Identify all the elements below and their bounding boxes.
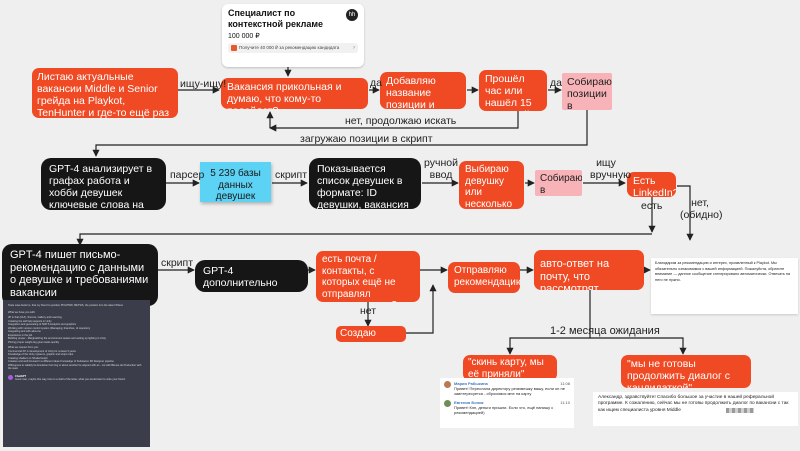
node-choose-girl: Выбираю девушку или несколько на позицию bbox=[459, 161, 524, 209]
message-time: 11:10 bbox=[560, 399, 570, 405]
hh-logo-text: hh bbox=[348, 12, 356, 18]
label-script-1: скрипт bbox=[275, 169, 308, 181]
chat-intro: Taste case better is, that my friend to … bbox=[8, 304, 124, 307]
arrow-split-right bbox=[590, 337, 687, 355]
label-no-2: нет bbox=[360, 305, 377, 317]
message-author: Мария Рабыкина bbox=[454, 381, 488, 386]
node-browse-vacancies: Листаю актуальные вакансии Middle и Seni… bbox=[32, 68, 178, 118]
node-show-list: Показывается список девушек в формате: I… bbox=[309, 158, 421, 209]
chevron-right-icon: › bbox=[353, 44, 355, 51]
label-yes-3: есть bbox=[641, 200, 663, 212]
label-waiting: 1-2 месяца ожидания bbox=[550, 325, 660, 337]
label-no-obvious: нет, (обидно) bbox=[680, 197, 723, 221]
node-create-email: Создаю почту bbox=[336, 326, 406, 342]
arrow-linkedin-no-right bbox=[677, 185, 694, 241]
chat-line: Experience in the job bbox=[8, 333, 33, 337]
node-linkedin: Есть LinkedIn? bbox=[627, 172, 676, 197]
gift-icon bbox=[231, 44, 237, 51]
chat-reply-text: Good man, maybe this way, here is a draf… bbox=[15, 378, 126, 381]
node-add-position: Добавляю название позиции и ссылку в спи… bbox=[380, 72, 466, 109]
node-database: 5 239 базы данных девушек bbox=[200, 162, 271, 202]
arrow-row2-to-row3 bbox=[76, 233, 652, 246]
message-author: Евгения Боник bbox=[454, 399, 484, 405]
chat-line: Integrating and with add-ons bbox=[8, 330, 41, 333]
chat-line: Willingness to reliably be Emulsion Form… bbox=[8, 363, 142, 371]
label-manual-input: ручной ввод bbox=[424, 157, 458, 181]
message-item: Мария Рабыкина 11:08 Привет! Переслала д… bbox=[444, 381, 570, 397]
autoreply-email-card[interactable]: Благодарим за рекомендацию и интерес, пр… bbox=[651, 258, 798, 314]
rejection-text: Александр, здравствуйте! Спасибо большое… bbox=[598, 395, 789, 413]
rejection-email-card[interactable]: Александр, здравствуйте! Спасибо большое… bbox=[593, 392, 798, 426]
avatar bbox=[444, 399, 451, 407]
label-load-script: загружаю позиции в скрипт bbox=[300, 133, 433, 145]
chat-line: What we respect from you: bbox=[8, 346, 39, 349]
node-collect-list: Собираю в список bbox=[535, 170, 582, 196]
node-has-email: есть почта / контакты, с которых ещё не … bbox=[316, 251, 420, 302]
job-title: Специалист по контекстной рекламе bbox=[228, 8, 324, 29]
chat-line: Creating the self help aspects in Unity bbox=[8, 319, 52, 323]
node-hour-passed: Прошёл час или нашёл 15 вакансий? bbox=[479, 70, 547, 111]
chat-line: Creating shaders on ShaderGraph bbox=[8, 356, 48, 360]
label-yes-2: да bbox=[550, 77, 562, 89]
chatgpt-panel[interactable]: Taste case better is, that my friend to … bbox=[3, 300, 150, 447]
chat-line: 3P in that (GUI), Sincore, Gallery and L… bbox=[8, 316, 62, 319]
arrow-create-back-up bbox=[406, 284, 437, 334]
hh-logo-icon: hh bbox=[346, 9, 358, 21]
autoreply-text: Благодарим за рекомендацию и интерес, пр… bbox=[655, 261, 791, 282]
messages-card[interactable]: Мария Рабыкина 11:08 Привет! Переслала д… bbox=[440, 378, 574, 428]
chat-reply: ChatGPT Good man, maybe this way, here i… bbox=[8, 374, 145, 382]
arrow-split-left bbox=[506, 290, 591, 355]
referral-bonus-text: Получите 40 000 ₽ за рекомендацию кандид… bbox=[239, 45, 340, 50]
message-text: Привет! Переслала директору резюмешку ва… bbox=[454, 386, 565, 397]
chat-line: Pricing proper weight-big given tasks qu… bbox=[8, 340, 60, 344]
label-parser: парсер bbox=[170, 169, 205, 181]
chat-line: Creative and well focused in a different… bbox=[8, 360, 114, 363]
node-autoreply: авто-ответ на почту, что рассмотрят канд… bbox=[534, 250, 644, 290]
label-search: ищу-ищу! bbox=[180, 78, 227, 90]
redacted-name-block bbox=[726, 408, 754, 413]
chat-line: Integration and generating of SDK'S Anal… bbox=[8, 323, 76, 326]
node-send-recommendation: Отправляю рекомендацию bbox=[448, 262, 520, 293]
label-manual-search: ищу вручную bbox=[590, 157, 631, 181]
chat-line: Knowledge of the Unity systems, graphic … bbox=[8, 353, 74, 356]
label-script-2: скрипт bbox=[161, 257, 194, 269]
arrow-no-back-left bbox=[269, 110, 519, 132]
chat-question: What we have you with: bbox=[8, 310, 36, 314]
job-salary: 100 000 ₽ bbox=[228, 32, 260, 40]
job-posting-card[interactable]: hh Специалист по контекстной рекламе 100… bbox=[222, 4, 364, 67]
node-vacancy-interesting: Вакансия прикольная и думаю, что кому-то… bbox=[221, 78, 368, 109]
node-gpt-humanize: GPT-4 дополнительно очеловечивает текст bbox=[195, 260, 308, 292]
node-send-card: "скинь карту, мы её приняли" bbox=[463, 355, 557, 381]
label-no-continue: нет, продолжаю искать bbox=[345, 115, 457, 127]
chat-line: Working with version control system (Man… bbox=[8, 326, 91, 330]
node-gpt-letter: GPT-4 пишет письмо-рекомендацию с данным… bbox=[2, 244, 158, 306]
referral-bonus-box: Получите 40 000 ₽ за рекомендацию кандид… bbox=[228, 42, 358, 53]
chatgpt-avatar-icon bbox=[8, 374, 13, 380]
chat-requirements-list: 3P in that (GUI), Sincore, Gallery and L… bbox=[8, 316, 145, 371]
avatar bbox=[444, 381, 451, 388]
message-time: 11:08 bbox=[560, 381, 570, 386]
label-yes-1: да bbox=[370, 77, 382, 89]
chat-line: Building proper - Marginalizing the envi… bbox=[8, 337, 106, 340]
chat-line: Commercial XP in development of Unity fo… bbox=[8, 349, 76, 353]
node-gpt-analyze: GPT-4 анализирует в графах работа и хобб… bbox=[41, 158, 166, 210]
node-collect-positions: Собираю позиции в список bbox=[562, 73, 612, 110]
node-not-ready: "мы не готовы продолжить диалог с кандид… bbox=[621, 355, 751, 388]
chat-author: ChatGPT bbox=[15, 374, 27, 378]
arrow-collect-to-script bbox=[92, 110, 588, 157]
message-text: Привет! Кэп, деньги пришли. Если что, ещ… bbox=[454, 404, 554, 415]
message-item: Евгения Боник 11:10 Привет! Кэп, деньги … bbox=[444, 399, 570, 416]
